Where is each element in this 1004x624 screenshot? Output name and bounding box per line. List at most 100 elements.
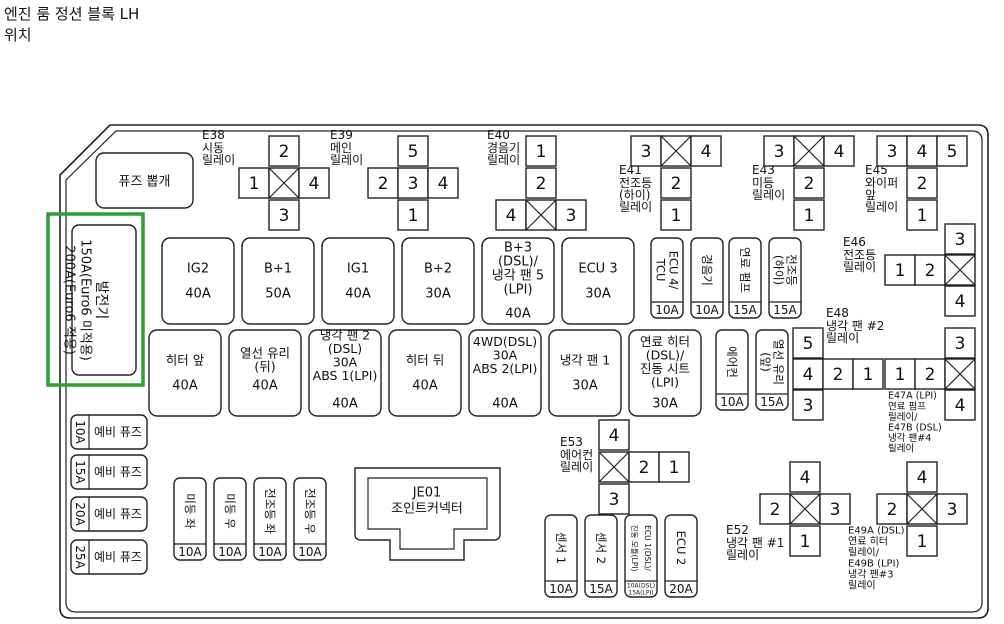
mini-fuse-name: 전조등 좌 bbox=[263, 488, 277, 534]
relay-coil bbox=[944, 254, 976, 286]
pin-box bbox=[789, 461, 821, 493]
fuse-name: 열선 유리(뒤) bbox=[240, 346, 290, 375]
relay-pin: 2 bbox=[268, 135, 300, 167]
fuse-name: 냉각 팬 1 bbox=[560, 352, 610, 367]
mini-fuse: 전조등(하이)15A bbox=[768, 237, 802, 319]
pin-box bbox=[555, 199, 587, 231]
mini-fuse-name: 연료 펌프 bbox=[738, 247, 752, 293]
relay-pin: 4 bbox=[792, 358, 824, 390]
pin-number: 2 bbox=[639, 458, 650, 478]
pin-number: 3 bbox=[774, 142, 785, 162]
pin-box bbox=[944, 285, 976, 317]
pin-number: 1 bbox=[917, 206, 928, 226]
pin-box bbox=[792, 327, 824, 359]
relay-pin: 1 bbox=[906, 525, 938, 557]
relay-pin: 3 bbox=[268, 199, 300, 231]
pin-number: 3 bbox=[887, 142, 898, 162]
cross-line bbox=[793, 135, 825, 167]
fuse-row2: 냉각 팬 1 30A bbox=[548, 329, 622, 417]
fuse-body bbox=[321, 237, 395, 325]
mini-fuse-amp: 10A bbox=[720, 395, 744, 409]
pin-number: 4 bbox=[309, 174, 320, 194]
mini-fuse-name: 센서 2 bbox=[594, 532, 608, 564]
pin-number: 3 bbox=[279, 206, 290, 226]
relay-coil bbox=[268, 167, 300, 199]
pin-number: 4 bbox=[955, 396, 966, 416]
mini-fuse-body bbox=[213, 477, 247, 561]
relay-pin: 1 bbox=[397, 199, 429, 231]
pin-box bbox=[914, 358, 946, 390]
pin-number: 4 bbox=[917, 142, 928, 162]
fuse-box-outline bbox=[59, 124, 989, 619]
fuse-amp: 30A bbox=[585, 287, 611, 302]
spare-fuse-label: 예비 퓨즈 bbox=[94, 507, 142, 521]
relay-pin: 3 bbox=[792, 389, 824, 421]
mini-fuse-name: 경음기 bbox=[700, 254, 714, 286]
pin-number: 2 bbox=[770, 500, 781, 520]
mini-fuse-amp: 15A bbox=[773, 303, 797, 317]
relay-pin: 2 bbox=[759, 493, 791, 525]
relay-pin: 2 bbox=[628, 451, 660, 483]
mini-fuse-name: ECU 1(DSL)/진동 모듈(LPI) bbox=[630, 525, 652, 572]
pin-number: 2 bbox=[671, 174, 682, 194]
pin-number: 4 bbox=[803, 365, 814, 385]
relay-pin: 2 bbox=[367, 167, 399, 199]
pin-box bbox=[944, 327, 976, 359]
relay-code: E38 bbox=[202, 128, 225, 142]
fuse-body bbox=[481, 237, 555, 325]
relay-pin: 4 bbox=[823, 135, 855, 167]
fuse-body bbox=[561, 237, 635, 325]
fuse-name: 연료 히터(DSL)/진동 시트(LPI) bbox=[640, 334, 690, 390]
relay-pin: 3 bbox=[397, 167, 429, 199]
fuse-body bbox=[468, 329, 542, 417]
mini-fuse-name: 미등 좌 bbox=[183, 493, 197, 529]
pin-number: 3 bbox=[641, 142, 652, 162]
relay-pin: 1 bbox=[238, 167, 270, 199]
relay-pin: 1 bbox=[660, 199, 692, 231]
cross-line bbox=[268, 167, 300, 199]
relay-pin: 3 bbox=[763, 135, 795, 167]
relay-coil bbox=[906, 493, 938, 525]
fuse-name: B+1 bbox=[264, 262, 292, 277]
relay-pin: 4 bbox=[495, 199, 527, 231]
fuse-amp: 30A bbox=[572, 379, 598, 394]
relay-pin: 1 bbox=[658, 451, 690, 483]
pin-box bbox=[906, 525, 938, 557]
relay-pin: 2 bbox=[876, 493, 908, 525]
pin-box bbox=[823, 135, 855, 167]
fuse-body bbox=[148, 329, 222, 417]
pin-number: 1 bbox=[895, 261, 906, 281]
mini-fuse-name: 열선 유리(앞) bbox=[758, 339, 785, 385]
fuse-amp: 40A bbox=[252, 379, 278, 394]
inner-frame bbox=[65, 130, 983, 613]
main-fuse bbox=[71, 224, 137, 376]
mini-fuse-name: 에어컨 bbox=[725, 346, 739, 378]
spare-fuse-label: 예비 퓨즈 bbox=[94, 425, 142, 439]
cross-line bbox=[906, 493, 938, 525]
fuse-name: B+2 bbox=[424, 262, 452, 277]
pin-box bbox=[298, 167, 330, 199]
page-subtitle: 위치 bbox=[4, 26, 32, 44]
pin-box bbox=[525, 167, 557, 199]
mini-fuse-amp: 10A(DSL)15A(LPI) bbox=[627, 583, 655, 597]
mini-fuse-amp: 10A bbox=[549, 582, 573, 596]
spare-fuse-body bbox=[70, 539, 148, 575]
pin-number: 1 bbox=[669, 458, 680, 478]
fuse-name: B+3(DSL)/냉각 팬 5(LPI) bbox=[492, 241, 544, 298]
main-fuse-rating-2: 200A(Euro6 적용) bbox=[61, 245, 76, 355]
pin-box bbox=[852, 358, 884, 390]
mini-fuse-body bbox=[715, 329, 749, 411]
fuse-row1: B+150A bbox=[241, 237, 315, 325]
pin-number: 2 bbox=[925, 365, 936, 385]
mini-fuse-body bbox=[768, 237, 802, 319]
pin-number: 1 bbox=[671, 206, 682, 226]
